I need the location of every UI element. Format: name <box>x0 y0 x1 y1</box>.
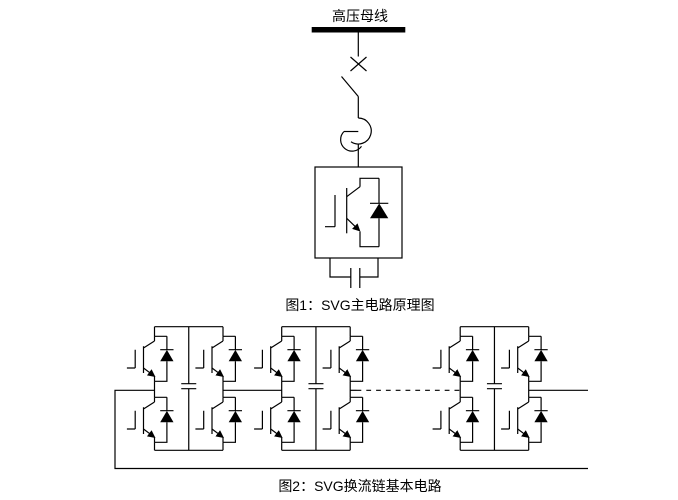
disconnector-icon <box>341 56 367 118</box>
busbar-label: 高压母线 <box>332 8 388 24</box>
figure1-caption: 图1：SVG主电路原理图 <box>285 297 434 313</box>
figure2-caption: 图2：SVG换流链基本电路 <box>278 478 441 494</box>
igbt-icon <box>325 177 380 248</box>
high-voltage-busbar <box>311 27 406 33</box>
dc-capacitor-icon <box>329 258 379 288</box>
figure2-converter-chain: 图2：SVG换流链基本电路 <box>114 327 588 494</box>
h-bridge-module-1 <box>127 327 242 451</box>
igbt-valve-module <box>314 166 403 259</box>
h-bridge-module-2 <box>254 327 369 451</box>
diode-icon <box>370 202 389 219</box>
figure1-main-circuit: 高压母线 <box>285 8 434 313</box>
valve-box <box>314 166 403 259</box>
h-bridge-module-3 <box>433 327 548 451</box>
breaker-icon <box>340 117 372 167</box>
chain-return-wire <box>114 389 588 470</box>
